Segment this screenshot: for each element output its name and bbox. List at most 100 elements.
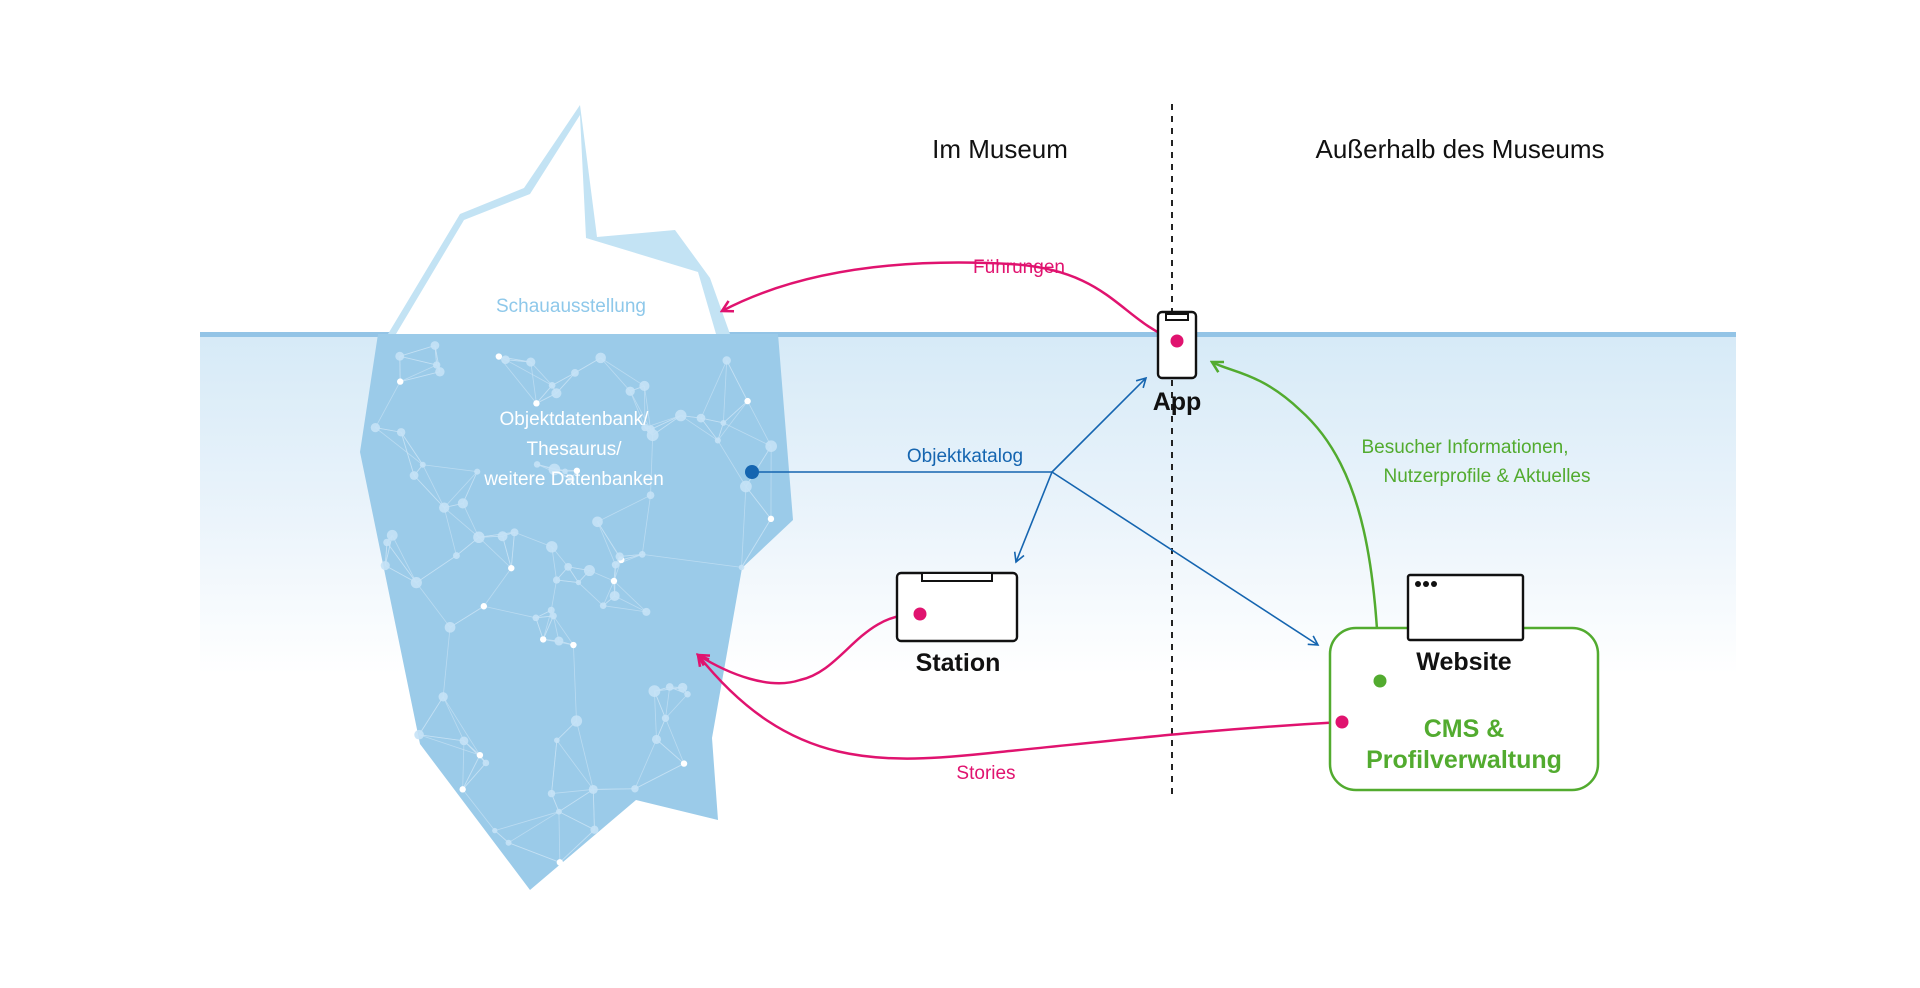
network-link — [641, 495, 651, 555]
network-link — [422, 464, 445, 508]
network-node — [459, 736, 469, 746]
network-link — [597, 521, 616, 565]
network-link — [717, 422, 724, 441]
network-node — [414, 729, 424, 740]
network-node — [562, 468, 568, 475]
network-link — [498, 356, 537, 404]
network-node — [641, 423, 649, 432]
network-node — [395, 351, 405, 361]
network-node — [508, 564, 515, 572]
network-link — [551, 740, 558, 794]
network-link — [508, 842, 560, 863]
objektkatalog-source-dot — [745, 465, 759, 479]
network-node — [410, 577, 422, 589]
flow-objektkatalog-app — [1051, 376, 1148, 473]
network-link — [494, 830, 509, 843]
network-node — [492, 827, 498, 834]
network-link — [400, 432, 424, 465]
network-link — [443, 507, 480, 538]
network-link — [422, 464, 478, 473]
network-node — [684, 691, 691, 698]
network-link — [723, 400, 748, 424]
label-stories: Stories — [956, 763, 1015, 784]
network-link — [419, 734, 465, 742]
network-link — [614, 595, 647, 613]
network-node — [564, 563, 573, 571]
network-node — [677, 682, 688, 693]
network-node — [740, 480, 752, 493]
network-link — [386, 542, 417, 583]
network-link — [634, 763, 685, 790]
network-link — [592, 789, 595, 830]
network-node — [380, 561, 390, 571]
label-fuehrungen: Führungen — [973, 257, 1065, 278]
network-node — [539, 636, 547, 643]
cms-green-dot — [1373, 674, 1387, 688]
network-link — [556, 740, 594, 790]
app-device[interactable]: App — [1153, 310, 1202, 416]
network-node — [567, 475, 575, 483]
network-node — [480, 603, 488, 610]
network-node — [609, 590, 620, 601]
network-link — [400, 432, 415, 476]
network-link — [558, 789, 594, 813]
network-node — [675, 409, 687, 422]
browser-dot-2 — [1423, 581, 1429, 587]
app-dot — [1170, 334, 1184, 348]
network-node — [457, 498, 468, 509]
network-link — [502, 536, 512, 569]
network-node — [575, 579, 582, 586]
network-link — [741, 518, 772, 568]
network-link — [462, 740, 465, 790]
network-link — [505, 359, 553, 386]
network-node — [476, 751, 484, 759]
network-link — [600, 357, 645, 387]
network-link — [443, 507, 457, 556]
network-node — [638, 551, 646, 558]
network-node — [433, 361, 441, 369]
heading-ausserhalb: Außerhalb des Museums — [1315, 134, 1604, 164]
network-node — [648, 685, 661, 697]
network-link — [603, 605, 647, 613]
flow-objektkatalog-website — [1051, 471, 1320, 646]
network-node — [482, 759, 490, 767]
network-link — [553, 615, 574, 646]
water-line — [200, 332, 1736, 337]
network-node — [651, 734, 662, 744]
network-link — [551, 789, 594, 794]
flow-station — [698, 612, 921, 685]
network-node — [435, 367, 445, 377]
network-link — [726, 360, 748, 402]
network-node — [661, 714, 670, 722]
network-link — [442, 696, 465, 742]
station-device[interactable]: Station — [895, 571, 1019, 677]
network-link — [745, 486, 772, 520]
network-link — [700, 360, 728, 419]
network-node — [444, 621, 456, 633]
network-link — [375, 427, 424, 466]
network-node — [439, 502, 450, 513]
network-node — [744, 397, 751, 405]
network-node — [554, 636, 564, 646]
network-link — [629, 391, 651, 430]
network-link — [399, 345, 436, 357]
network-node — [533, 461, 541, 468]
label-cms-1: CMS & — [1424, 715, 1505, 743]
network-node — [590, 825, 599, 834]
kiosk-station-icon — [895, 571, 1019, 643]
network-link — [400, 364, 437, 382]
network-link — [478, 531, 515, 538]
network-link — [442, 696, 481, 756]
station-dot — [913, 607, 927, 621]
smartphone-notch — [1165, 313, 1189, 321]
website-device[interactable]: Website — [1406, 573, 1525, 676]
network-node — [383, 538, 391, 547]
network-link — [621, 554, 643, 561]
network-link — [650, 435, 654, 496]
browser-window-icon — [1406, 573, 1525, 642]
network-link — [542, 615, 554, 640]
network-link — [551, 372, 576, 386]
label-besucher-2: Nutzerprofile & Aktuelles — [1384, 466, 1591, 487]
iceberg-tip-highlight — [396, 115, 716, 334]
network-link — [418, 734, 481, 756]
